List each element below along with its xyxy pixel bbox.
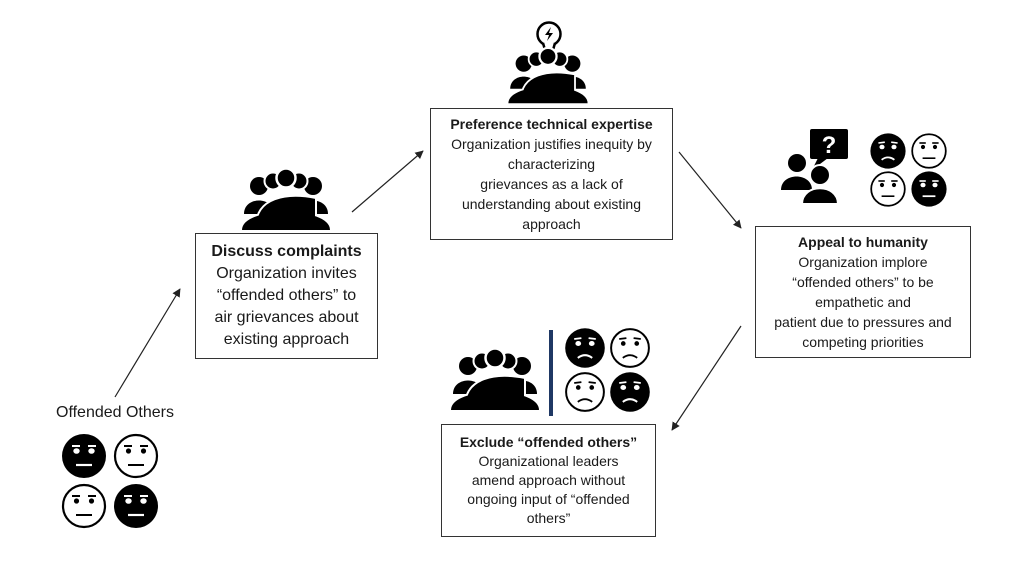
technical-expertise-box: Preference technical expertise Organizat… [430,108,673,240]
exclude-offended-box: Exclude “offended others” Organizational… [441,424,656,537]
unhappy-face-icon [113,433,159,479]
box-title: Exclude “offended others” [459,434,638,450]
discuss-complaints-box: Discuss complaints Organization invites … [195,233,378,359]
box-title: Discuss complaints [211,243,362,260]
people-group-icon [240,167,332,232]
unhappy-face-icon [910,170,948,208]
unhappy-face-icon [61,483,107,529]
box-title: Appeal to humanity [798,234,928,250]
box-body: Organization implore “offended others” t… [774,254,952,350]
people-group-icon [449,347,541,412]
unhappy-face-icon [911,133,947,169]
box-title: Preference technical expertise [450,116,653,132]
appeal-to-humanity-box: Appeal to humanity Organization implore … [755,226,971,358]
arrow-humanity-to-exclude [671,325,742,431]
question-speech-bubble-icon: ? [781,129,848,205]
box-body: Organizational leaders amend approach wi… [467,453,630,526]
unhappy-face-icon [609,371,651,413]
people-group-icon [507,46,589,105]
unhappy-face-icon [565,372,605,412]
unhappy-face-icon [870,171,906,207]
box-body: Organization justifies inequity by chara… [451,136,652,232]
arrow-technical-to-humanity [678,151,742,229]
box-body: Organization invites “offended others” t… [214,265,359,348]
offended-others-label: Offended Others [56,404,174,421]
arrow-offended-to-discuss [114,288,181,398]
arrow-discuss-to-technical [351,150,424,213]
unhappy-face-icon [869,132,907,170]
unhappy-face-icon [610,328,650,368]
unhappy-face-icon [60,432,108,480]
unhappy-face-icon [564,327,606,369]
group-divider [549,330,553,416]
unhappy-face-icon [112,482,160,530]
svg-text:?: ? [822,132,837,159]
